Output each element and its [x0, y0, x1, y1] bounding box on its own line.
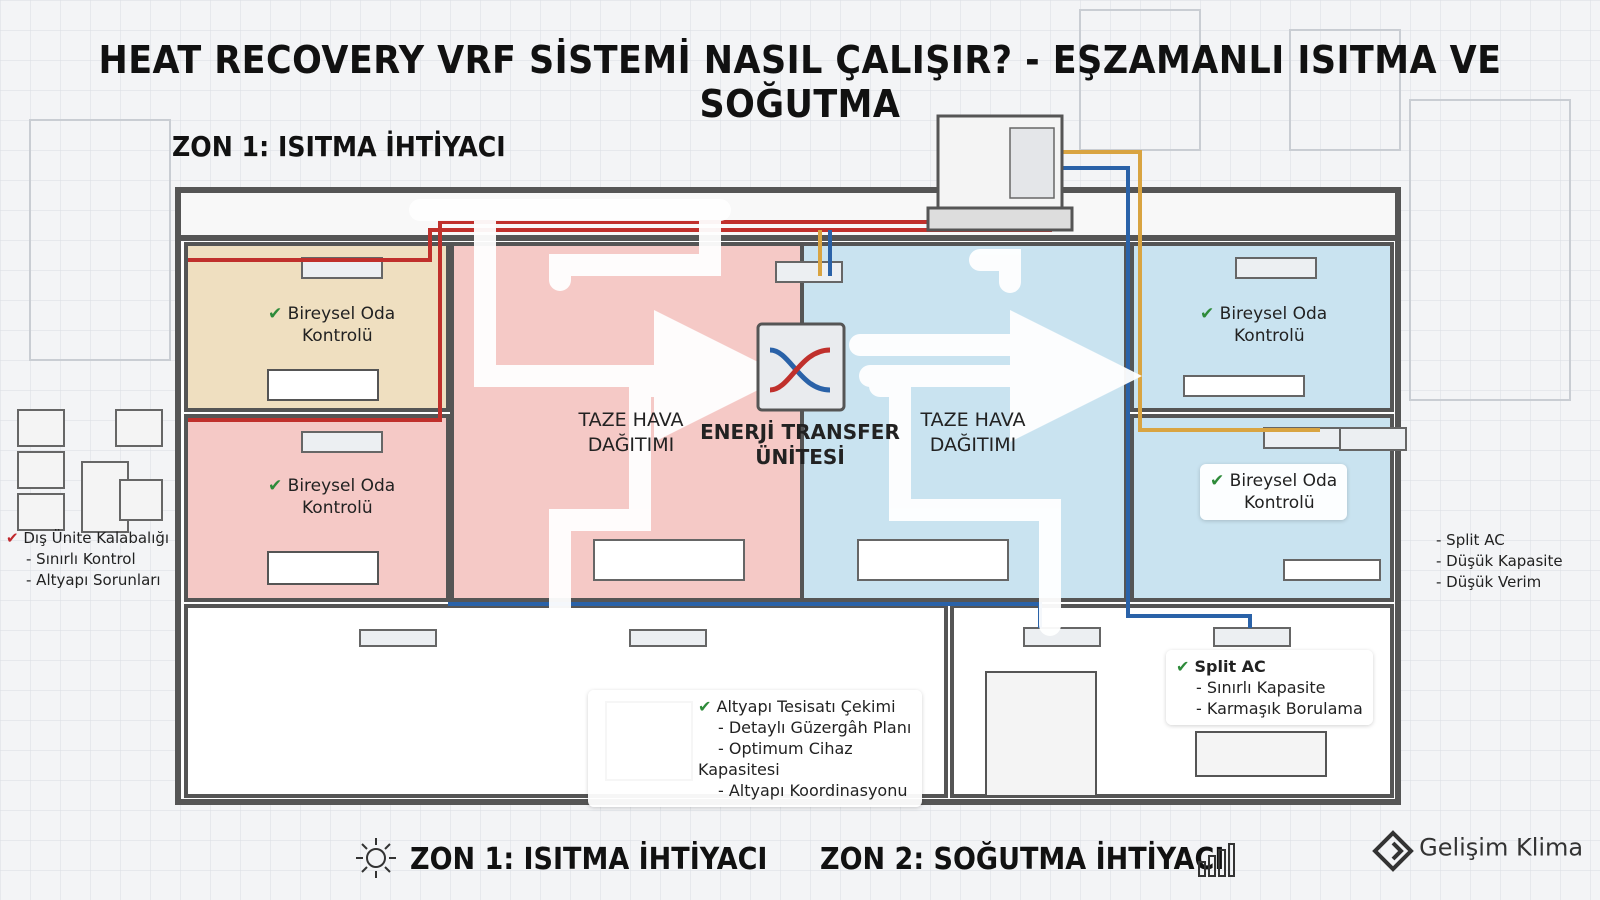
- brand-logo-icon: [1372, 830, 1414, 872]
- zone-2-heading-bottom: ZON 2: SOĞUTMA İHTİYACI: [820, 842, 1225, 877]
- outdoor-cluster-notes: ✔ Dış Ünite Kalabalığı - Sınırlı Kontrol…: [6, 529, 170, 589]
- check-icon: ✔: [1176, 657, 1190, 676]
- room-label-right-lower: ✔ Bireysel Oda Kontrolü: [1200, 464, 1348, 520]
- office-desks: [593, 375, 1381, 581]
- check-icon: ✔: [1210, 471, 1225, 491]
- fresh-air-label-right: TAZE HAVA DAĞITIMI: [920, 409, 1026, 456]
- check-icon: ✔: [698, 697, 712, 716]
- rooftop-outdoor-unit: [926, 114, 1074, 232]
- brand: Gelişim Klima: [1372, 830, 1583, 872]
- outdoor-unit-cluster: [17, 409, 163, 533]
- zone-1-heading-bottom: ZON 1: ISITMA İHTİYACI: [410, 842, 768, 877]
- brand-name: Gelişim Klima: [1419, 833, 1584, 862]
- split-ac-notes-right: - Split AC - Düşük Kapasite - Düşük Veri…: [1436, 531, 1563, 591]
- check-icon: ✔: [268, 476, 283, 496]
- check-icon: ✔: [268, 304, 283, 324]
- split-ac-notes-basement: ✔ Split AC - Sınırlı Kapasite - Karmaşık…: [1166, 650, 1373, 725]
- check-icon: ✔: [1200, 304, 1215, 324]
- sun-gear-icon: [356, 838, 396, 878]
- fresh-air-label-left: TAZE HAVA DAĞITIMI: [578, 409, 684, 456]
- background-buildings: [29, 9, 1571, 401]
- energy-transfer-unit-label: ENERJİ TRANSFER ÜNİTESİ: [700, 420, 900, 469]
- room-label-left-upper: ✔ Bireysel Oda Kontrolü: [268, 304, 396, 346]
- page-title: HEAT RECOVERY VRF SİSTEMİ NASIL ÇALIŞIR?…: [98, 38, 1502, 126]
- bed-sketches: [267, 369, 379, 585]
- x-mark-icon: ✔: [6, 529, 19, 547]
- fresh-air-ducts: [409, 199, 1142, 636]
- bar-chart-icon: [1198, 843, 1235, 877]
- room-label-left-lower: ✔ Bireysel Oda Kontrolü: [268, 476, 396, 518]
- zone-1-heading-top: ZON 1: ISITMA İHTİYACI: [172, 130, 506, 163]
- infrastructure-notes: ✔ Altyapı Tesisatı Çekimi - Detaylı Güze…: [588, 690, 922, 807]
- heat-exchanger-icon: [756, 322, 846, 412]
- ceiling-units: [301, 257, 1407, 647]
- room-label-right-upper: ✔ Bireysel Oda Kontrolü: [1200, 304, 1328, 346]
